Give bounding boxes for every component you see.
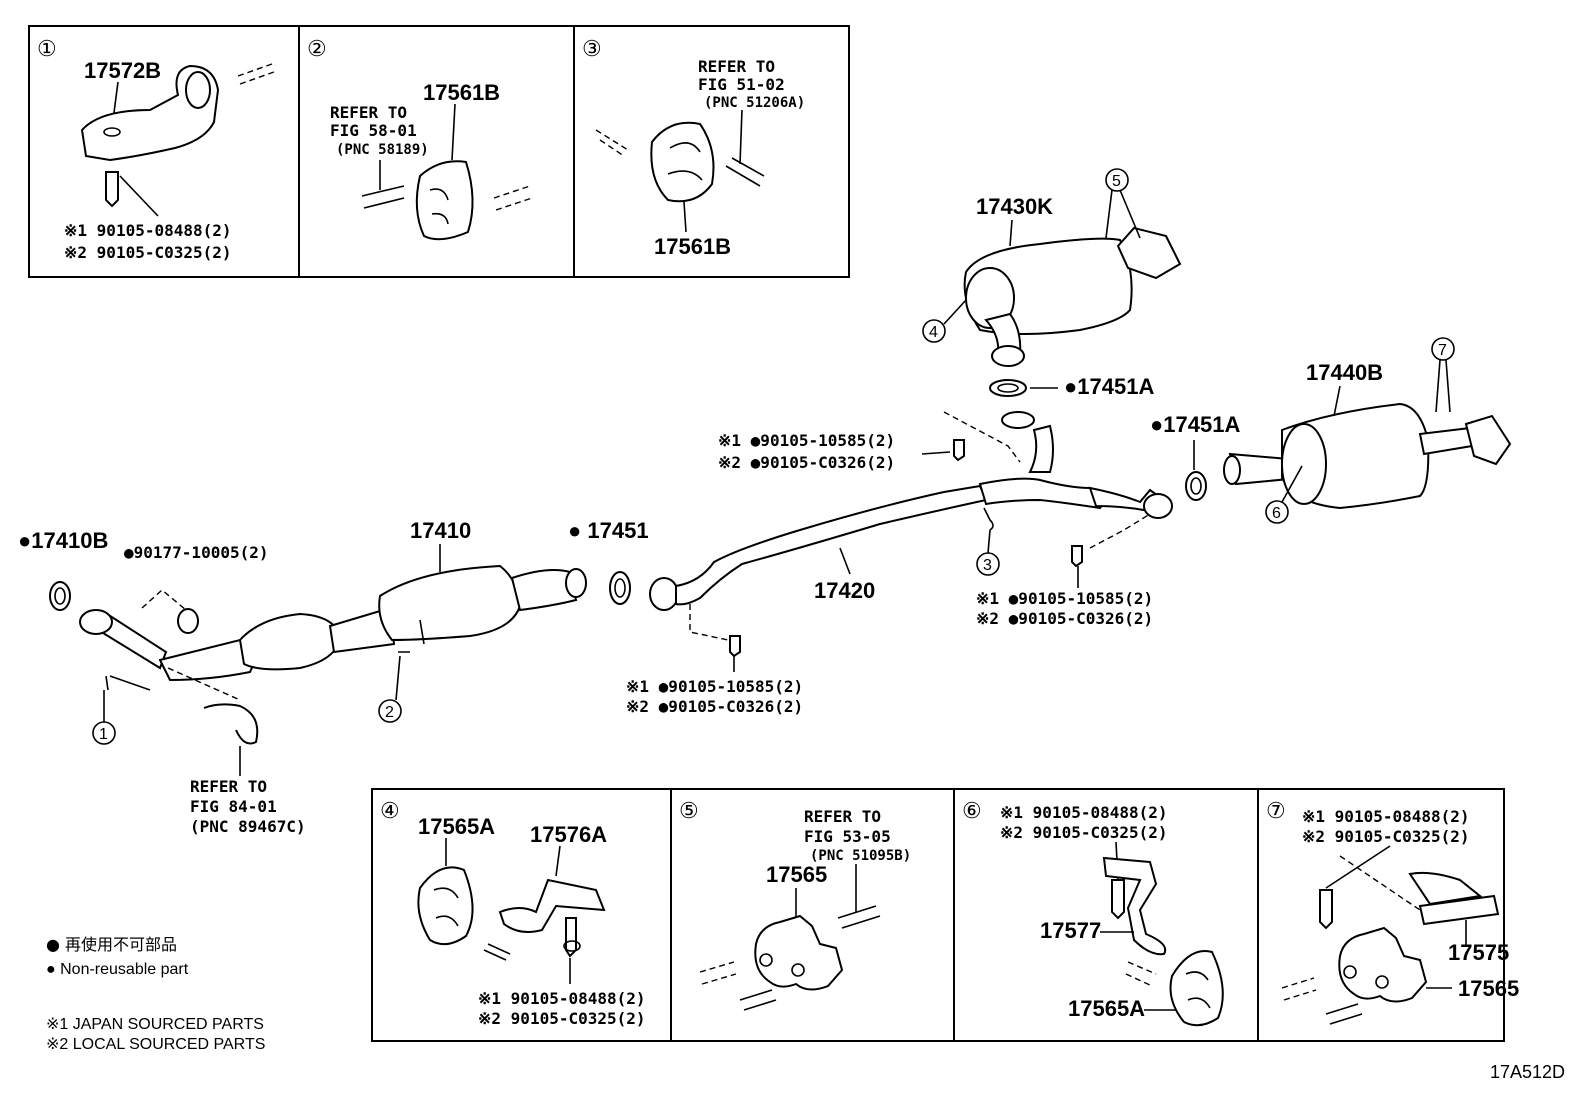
box2-refer-line2: FIG 58-01 (330, 121, 417, 140)
bolt-c-1: ※1 ●90105-10585(2) (976, 589, 1153, 608)
part-17575: 17575 (1448, 940, 1509, 965)
circle-num-3: 3 (983, 557, 992, 574)
top-detail-frame (28, 25, 850, 278)
bolt-b-1: ※1 ●90105-10585(2) (626, 677, 803, 696)
box3-refer-line2: FIG 51-02 (698, 75, 785, 94)
callout-5: ⑤ (679, 798, 699, 823)
part-17410B: ●17410B (18, 528, 108, 553)
callout-1: ① (37, 36, 57, 61)
part-17451A-top: ●17451A (1064, 374, 1154, 399)
callout-2: ② (307, 36, 327, 61)
part-17577: 17577 (1040, 918, 1101, 943)
front-pipe-17410 (79, 564, 587, 691)
callout-4: ④ (380, 798, 400, 823)
callout-6: ⑥ (962, 798, 982, 823)
rubber-hanger-3 (650, 121, 715, 203)
part-17451: ● 17451 (568, 518, 649, 543)
bolt-b-2: ※2 ●90105-C0326(2) (626, 697, 803, 716)
figure-id: 17A512D (1490, 1062, 1565, 1082)
circle-num-1: 1 (99, 726, 108, 743)
bolt-b (729, 635, 741, 658)
detail-box-3: ③ REFER TO FIG 51-02 (PNC 51206A) 17561B (582, 36, 805, 259)
circle-num-6: 6 (1272, 505, 1281, 522)
oxygen-sensor (203, 703, 259, 745)
box1-bolt-1: ※1 90105-08488(2) (64, 221, 232, 240)
part-17565-a: 17565 (766, 862, 827, 887)
muffler-17440B (1223, 402, 1512, 510)
box7-bolt-2: ※2 90105-C0325(2) (1302, 827, 1470, 846)
detail-box-1: ① 17572B ※1 90105-08488(2) ※2 90105-C032… (37, 36, 275, 262)
box4-bolt-2: ※2 90105-C0325(2) (478, 1009, 646, 1028)
bolt-a-2: ※2 ●90105-C0326(2) (718, 453, 895, 472)
bracket-shape (80, 64, 220, 162)
callout-7: ⑦ (1266, 798, 1286, 823)
gasket-17410B (49, 581, 71, 611)
detail-box-2: ② 17561B REFER TO FIG 58-01 (PNC 58189) (307, 36, 533, 241)
gasket-17451 (609, 571, 631, 605)
part-17440B: 17440B (1306, 360, 1383, 385)
box5-refer-line1: REFER TO (804, 807, 881, 826)
bolt-a (953, 439, 965, 462)
part-17561B-b: 17561B (654, 234, 731, 259)
detail-box-6: ⑥ ※1 90105-08488(2) ※2 90105-C0325(2) 17… (962, 798, 1224, 1027)
part-17410: 17410 (410, 518, 471, 543)
gasket-17451A-right (1185, 471, 1207, 501)
bottom-detail-frame (371, 788, 1505, 1042)
part-17576A: 17576A (530, 822, 607, 847)
legend-note-1: ※1 JAPAN SOURCED PARTS (46, 1016, 264, 1033)
circle-num-5: 5 (1112, 173, 1121, 190)
detail-box-4: ④ 17565A 17576A ※1 90105-08488(2) ※2 901… (380, 798, 646, 1028)
box2-refer-line3: (PNC 58189) (336, 142, 429, 158)
muffler-17430K (963, 226, 1182, 367)
box2-refer-line1: REFER TO (330, 103, 407, 122)
circle-num-4: 4 (929, 324, 938, 341)
box6-bolt-1: ※1 90105-08488(2) (1000, 803, 1168, 822)
box1-bolt-2: ※2 90105-C0325(2) (64, 243, 232, 262)
main-refer-line2: FIG 84-01 (190, 797, 277, 816)
box6-bolt-2: ※2 90105-C0325(2) (1000, 823, 1168, 842)
gasket-17451A-top (989, 379, 1027, 397)
rubber-hanger-2 (415, 160, 474, 241)
part-17430K: 17430K (976, 194, 1053, 219)
bolt-a-1: ※1 ●90105-10585(2) (718, 431, 895, 450)
nut-90177 (177, 608, 199, 634)
legend-jp: ● 再使用不可部品 (46, 935, 177, 954)
bolt-c (1071, 545, 1083, 568)
main-refer-line3: (PNC 89467C) (190, 817, 306, 836)
box3-refer-line3: (PNC 51206A) (704, 95, 805, 111)
part-17561B-a: 17561B (423, 80, 500, 105)
callout-3: ③ (582, 36, 602, 61)
legend-note-2: ※2 LOCAL SOURCED PARTS (46, 1036, 265, 1053)
legend: ● 再使用不可部品 ● Non-reusable part ※1 JAPAN S… (46, 935, 265, 1053)
box5-refer-line2: FIG 53-05 (804, 827, 891, 846)
part-17572B: 17572B (84, 58, 161, 83)
box3-refer-line1: REFER TO (698, 57, 775, 76)
part-90177: ●90177-10005(2) (124, 543, 269, 562)
circle-num-2: 2 (385, 704, 394, 721)
legend-en: ● Non-reusable part (46, 961, 189, 978)
main-refer-line1: REFER TO (190, 777, 267, 796)
box7-bolt-1: ※1 90105-08488(2) (1302, 807, 1470, 826)
box5-refer-line3: (PNC 51095B) (810, 848, 911, 864)
part-17565-b: 17565 (1458, 976, 1519, 1001)
box4-bolt-1: ※1 90105-08488(2) (478, 989, 646, 1008)
bolt-c-2: ※2 ●90105-C0326(2) (976, 609, 1153, 628)
part-17420: 17420 (814, 578, 875, 603)
detail-box-7: ⑦ ※1 90105-08488(2) ※2 90105-C0325(2) 17… (1266, 798, 1519, 1025)
circle-num-7: 7 (1438, 342, 1447, 359)
part-17565A-b: 17565A (1068, 996, 1145, 1021)
center-pipe-17420 (649, 411, 1173, 611)
part-17565A-a: 17565A (418, 814, 495, 839)
part-17451A-right: ●17451A (1150, 412, 1240, 437)
detail-box-5: ⑤ REFER TO FIG 53-05 (PNC 51095B) 17565 (679, 798, 911, 1011)
